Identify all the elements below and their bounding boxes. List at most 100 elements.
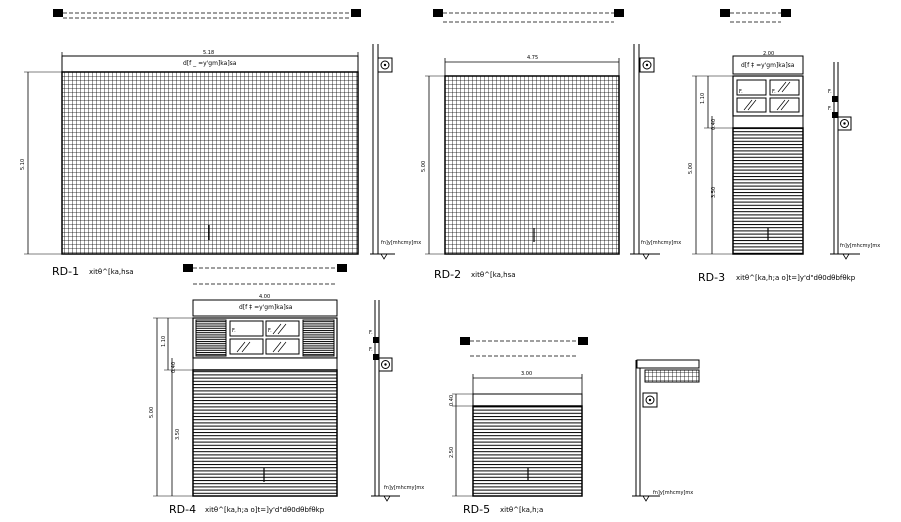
rd4-header-box xyxy=(192,299,338,317)
rd1-lintel-symbol xyxy=(53,9,63,17)
rd3-vent-pane xyxy=(769,97,800,113)
rd5-label: RD-5 xyxy=(463,503,491,516)
door-rd5 xyxy=(452,337,700,502)
rd3-lintel-symbol xyxy=(781,9,791,17)
rd3-floor-marker xyxy=(842,253,850,260)
rd3-floor-note: fn]y[mhcmy]mx xyxy=(840,243,881,249)
rd3-motor-drum xyxy=(840,119,849,128)
rd4-section-block xyxy=(373,337,379,343)
rd3-lintel-symbol xyxy=(720,9,730,17)
door-rd3 xyxy=(692,9,860,260)
rd4-header-note: d[f ‡ =y'gm]ka]sa xyxy=(239,304,293,311)
rd4-section-block xyxy=(373,354,379,360)
rd3-lintel-band xyxy=(732,115,804,129)
rd4-label: RD-4 xyxy=(169,503,197,516)
rd3-side-mark: F. xyxy=(828,89,832,95)
rd4-floor-marker xyxy=(383,495,391,502)
rd1-door-panel xyxy=(61,71,359,255)
rd4-side-mark: F. xyxy=(369,330,373,336)
rd1-floor-note: fn]y[mhcmy]mx xyxy=(381,240,422,246)
rd3-label: RD-3 xyxy=(698,271,726,284)
rd5-height-dimension: 0.40 xyxy=(449,394,455,406)
rd2-floor-note: fn]y[mhcmy]mx xyxy=(641,240,682,246)
rd5-caption: xitθ^[ka,h;a xyxy=(500,506,544,514)
rd4-side-mark: F. xyxy=(369,347,373,353)
rd1-width-dimension: 5.18 xyxy=(203,50,215,56)
rd4-louver-right xyxy=(302,319,335,357)
door-rd2 xyxy=(425,9,660,260)
rd5-slab-section xyxy=(644,369,700,383)
rd4-height-dimension: 0.40 xyxy=(171,361,177,373)
rd3-motor-axle xyxy=(843,122,846,125)
rd2-lintel-symbol xyxy=(433,9,443,17)
rd3-caption: xitθ^[ka,h;a o]t=]y'd"dθ0dθbfθkp xyxy=(736,274,856,282)
door-rd4 xyxy=(153,264,400,502)
rd5-lintel-band xyxy=(472,393,583,407)
rd4-vent-mark: F. xyxy=(232,328,236,334)
rd5-lintel-symbol xyxy=(460,337,470,345)
rd3-vent-frame xyxy=(732,75,804,117)
rd2-caption: xitθ^[ka,hsa xyxy=(471,271,516,279)
rd1-floor-marker xyxy=(380,253,388,260)
rd3-vent-pane xyxy=(769,79,800,96)
rd4-vent-pane xyxy=(265,338,300,355)
rd4-caption: xitθ^[ka,h;a o]t=]y'd"dθ0dθbfθkp xyxy=(205,506,325,514)
rd4-height-dimension: 3.50 xyxy=(175,428,181,440)
rd1-label: RD-1 xyxy=(52,265,80,278)
rd4-vent-hatch xyxy=(236,323,287,353)
rd2-height-dimension: 5.00 xyxy=(421,160,427,172)
rd3-vent-pane xyxy=(736,79,767,96)
rd1-motor-drum xyxy=(380,60,390,70)
door-rd1 xyxy=(24,9,395,260)
rd5-height-dimension: 2.50 xyxy=(449,446,455,458)
rd4-height-dimension: 1.10 xyxy=(161,335,167,347)
rd3-height-dimension: 1.10 xyxy=(700,92,706,104)
rd5-floor-note: fn]y[mhcmy]mx xyxy=(653,490,694,496)
rd3-vent-hatch xyxy=(743,81,791,111)
rd3-vent-mark: F. xyxy=(772,89,776,95)
rd4-motor-axle xyxy=(384,363,387,366)
rd3-vent-mark: F. xyxy=(739,89,743,95)
rd3-side-mark: F. xyxy=(828,106,832,112)
rd4-motor-drum xyxy=(381,360,390,369)
rd5-slab-section xyxy=(636,359,700,369)
rd3-section-block xyxy=(832,112,838,118)
rd1-motor-axle xyxy=(383,63,387,67)
rd4-height-dimension: 5.00 xyxy=(149,406,155,418)
rd4-floor-note: fn]y[mhcmy]mx xyxy=(384,485,425,491)
rd2-motor-axle xyxy=(645,63,649,67)
rd5-motor-axle xyxy=(648,398,652,402)
rd2-width-dimension: 4.75 xyxy=(527,55,539,61)
rd3-height-dimension: 0.40 xyxy=(711,118,717,130)
rd2-label: RD-2 xyxy=(434,268,462,281)
rd4-lintel-band xyxy=(192,357,338,371)
rd4-louver-left xyxy=(195,319,227,357)
rd4-vent-mark: F. xyxy=(268,328,272,334)
rd4-lintel-symbol xyxy=(337,264,347,272)
rd4-vent-pane xyxy=(229,320,264,337)
rd4-width-dimension: 4.00 xyxy=(259,294,271,300)
rd3-height-dimension: 5.00 xyxy=(688,162,694,174)
rd1-lintel-symbol xyxy=(351,9,361,17)
rd5-width-dimension: 3.00 xyxy=(521,371,533,377)
rd2-motor-drum xyxy=(642,60,652,70)
rd3-header-note: d[f ‡ =y'gm]ka]sa xyxy=(741,62,795,69)
rd1-height-dimension: 5.10 xyxy=(20,158,26,170)
rd5-door-panel xyxy=(472,405,583,497)
rd5-floor-marker xyxy=(642,495,650,502)
rd2-door-panel xyxy=(444,75,620,255)
rd5-motor-drum xyxy=(645,395,655,405)
rd3-vent-pane xyxy=(736,97,767,113)
rd1-caption: xitθ^[ka,hsa xyxy=(89,268,134,276)
rd3-header-box xyxy=(732,55,804,75)
rd2-lintel-symbol xyxy=(614,9,624,17)
rd4-door-panel xyxy=(192,369,338,497)
rd1-header-note: d[f _ =y'gm]ka]sa xyxy=(183,60,237,67)
rd3-section-block xyxy=(832,96,838,102)
rd2-floor-marker xyxy=(642,253,650,260)
rd3-height-dimension: 3.50 xyxy=(711,186,717,198)
rd4-vent-pane xyxy=(229,338,264,355)
rd5-lintel-symbol xyxy=(578,337,588,345)
rd3-width-dimension: 2.00 xyxy=(763,51,775,57)
